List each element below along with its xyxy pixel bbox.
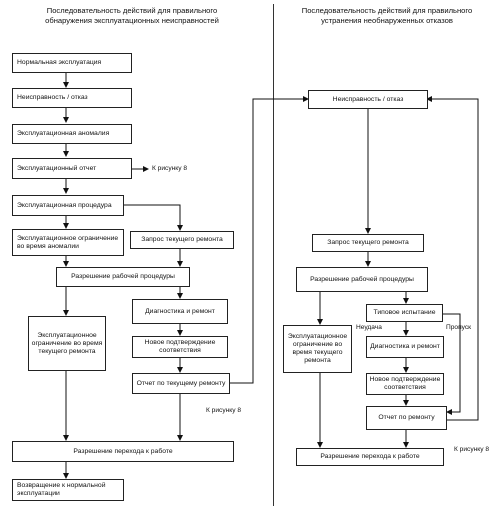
box-repair-report: Отчет по текущему ремонту [132,373,230,394]
box-report: Эксплуатационный отчет [12,158,132,179]
box-permit-procedure: Разрешение рабочей процедуры [56,267,190,287]
box-repair-request: Запрос текущего ремонта [130,231,234,249]
right-header: Последовательность действий для правильн… [301,6,473,25]
box-fault-right: Неисправность / отказ [308,90,428,109]
box-type-test: Типовое испытание [366,304,443,322]
box-procedure: Эксплуатационная процедура [12,195,124,216]
box-permit-transition: Разрешение перехода к работе [12,441,234,462]
box-fault: Неисправность / отказ [12,88,132,108]
box-normal-operation: Нормальная эксплуатация [12,53,132,73]
box-restriction-repair: Эксплуатационное ограничение во время те… [28,316,106,371]
box-permit-procedure-right: Разрешение рабочей процедуры [296,267,428,292]
box-reconfirm-right: Новое подтверждение соответствия [366,373,444,395]
box-reconfirm: Новое подтверждение соответствия [132,336,228,358]
box-diagnostics-right: Диагностика и ремонт [366,336,444,358]
column-divider [273,4,274,506]
pass-label: Пропуск [446,324,472,331]
to-figure-8-label-b: К рисунку 8 [206,407,242,414]
box-diagnostics: Диагностика и ремонт [132,299,228,324]
box-return-normal: Возвращение к нормальной эксплуатации [12,479,124,501]
fail-label: Неудача [356,324,382,331]
box-restriction-anomaly: Эксплуатационное ограничение во время ан… [12,229,124,256]
box-restriction-repair-right: Эксплуатационное ограничение во время те… [283,325,352,373]
box-permit-transition-right: Разрешение перехода к работе [296,448,444,466]
box-repair-request-right: Запрос текущего ремонта [312,234,424,252]
box-anomaly: Эксплуатационная аномалия [12,124,132,144]
to-figure-8-label-a: К рисунку 8 [152,165,188,172]
left-header: Последовательность действий для правильн… [45,6,219,25]
box-repair-report-right: Отчет по ремонту [366,406,447,430]
to-figure-8-label-right: К рисунку 8 [454,446,490,453]
